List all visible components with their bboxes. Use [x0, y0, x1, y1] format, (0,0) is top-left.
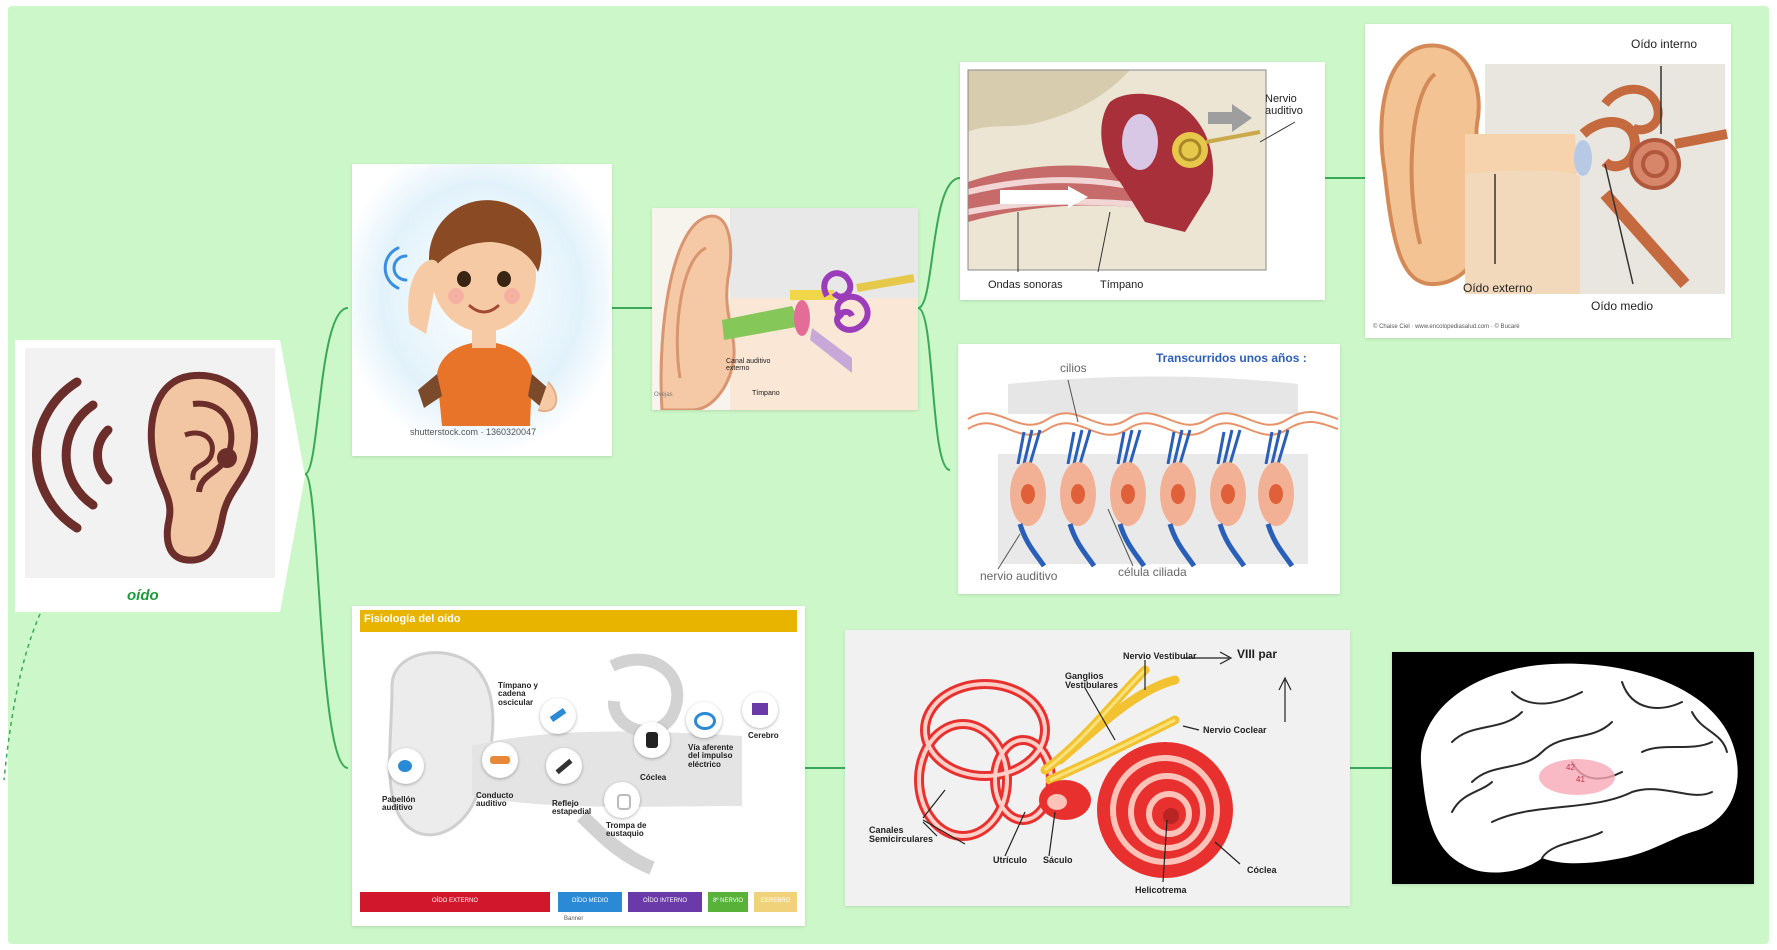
physiology-icon-7 [686, 702, 722, 738]
physiology-label-2: Pabellón auditivo [382, 796, 428, 813]
physiology-legend-5: CEREBRO [754, 898, 797, 904]
connector-middle-ear-to-sound-wave [918, 178, 960, 308]
physiology-legend-2: OÍDO MEDIO [558, 898, 622, 904]
child-image-credit: shutterstock.com · 1360320047 [410, 428, 536, 437]
vestibular-label-coclea: Cóclea [1247, 866, 1277, 875]
physiology-node[interactable]: Fisiología del oído Tímpano y cadena osc… [352, 606, 805, 926]
brain-area-label-2: 41 [1576, 776, 1585, 784]
physiology-label-5: Trompa de eustaquio [606, 822, 656, 839]
physiology-icon-6 [634, 722, 670, 758]
physiology-label-1: Tímpano y cadena oscicular [498, 682, 544, 707]
vestibular-label-helico: Helicotrema [1135, 886, 1187, 895]
middle-ear-label-canal: Canal auditivo externo [726, 358, 772, 373]
connector-root-to-physiology [305, 474, 348, 768]
vestibular-label-ganglios: Ganglios Vestibulares [1065, 672, 1135, 691]
physiology-label-7: Vía aferente del impulso eléctrico [688, 744, 740, 769]
root-caption: oído [127, 588, 159, 604]
middle-ear-side-label: Ovejas [654, 392, 673, 398]
ear-parts-label-externo: Oído externo [1463, 282, 1532, 295]
brain-node[interactable]: 42 41 [1392, 652, 1754, 884]
child-image-node[interactable]: shutterstock.com · 1360320047 [352, 164, 612, 456]
physiology-icon-5 [604, 782, 640, 818]
vestibular-label-saculo: Sáculo [1043, 856, 1073, 865]
physiology-icon-8 [742, 692, 778, 728]
physiology-legend-1: OÍDO EXTERNO [360, 898, 550, 904]
middle-ear-node[interactable]: Canal auditivo externo Tímpano Ovejas [652, 208, 918, 410]
physiology-legend-3: OÍDO INTERNO [628, 898, 702, 904]
sound-wave-label-nervio: Nervio auditivo [1265, 94, 1323, 117]
ear-parts-label-interno: Oído interno [1631, 38, 1697, 51]
physiology-icon-3 [482, 742, 518, 778]
vestibular-label-viii: VIII par [1237, 648, 1277, 661]
middle-ear-label-timpano: Tímpano [752, 390, 780, 397]
physiology-title: Fisiología del oído [364, 614, 461, 626]
root-node[interactable]: oído [15, 340, 305, 612]
sound-wave-label-ondas: Ondas sonoras [988, 280, 1063, 292]
sound-wave-node[interactable]: Nervio auditivo Ondas sonoras Tímpano [960, 62, 1325, 300]
vestibular-node[interactable]: Nervio Vestibular VIII par Ganglios Vest… [845, 630, 1350, 906]
physiology-label-3: Conducto auditivo [476, 792, 522, 809]
vestibular-label-coclear: Nervio Coclear [1203, 726, 1267, 735]
physiology-footer: Banner [564, 916, 583, 922]
connector-offscreen [4, 614, 40, 780]
physiology-icon-4 [546, 748, 582, 784]
cilia-node[interactable]: Transcurridos unos años : cilios nervio … [958, 344, 1340, 594]
vestibular-label-nervio: Nervio Vestibular [1123, 652, 1197, 661]
physiology-label-6: Cóclea [640, 774, 666, 782]
sound-wave-label-timpano: Tímpano [1100, 280, 1143, 292]
ear-parts-label-medio: Oído medio [1591, 300, 1653, 313]
physiology-icon-1 [540, 698, 576, 734]
cilia-label-nervio: nervio auditivo [980, 570, 1057, 583]
vestibular-label-canales: Canales Semicirculares [869, 826, 949, 845]
cilia-label-celula: célula ciliada [1118, 566, 1187, 579]
physiology-label-8: Cerebro [748, 732, 779, 740]
connector-root-to-child [305, 308, 348, 474]
physiology-legend-4: 8º NERVIO [708, 898, 748, 904]
physiology-icon-2 [388, 748, 424, 784]
ear-parts-node[interactable]: Oído interno Oído externo Oído medio © C… [1365, 24, 1731, 338]
cilia-title: Transcurridos unos años : [1156, 352, 1307, 365]
connector-middle-ear-to-cilia [918, 308, 950, 470]
ear-parts-credit: © Chaise Ciel · www.encolopediasalud.com… [1373, 324, 1520, 330]
brain-area-label-1: 42 [1566, 764, 1575, 772]
cilia-label-cilios: cilios [1060, 362, 1087, 375]
vestibular-label-utriculo: Utrículo [993, 856, 1027, 865]
physiology-label-4: Reflejo estapedial [552, 800, 598, 817]
